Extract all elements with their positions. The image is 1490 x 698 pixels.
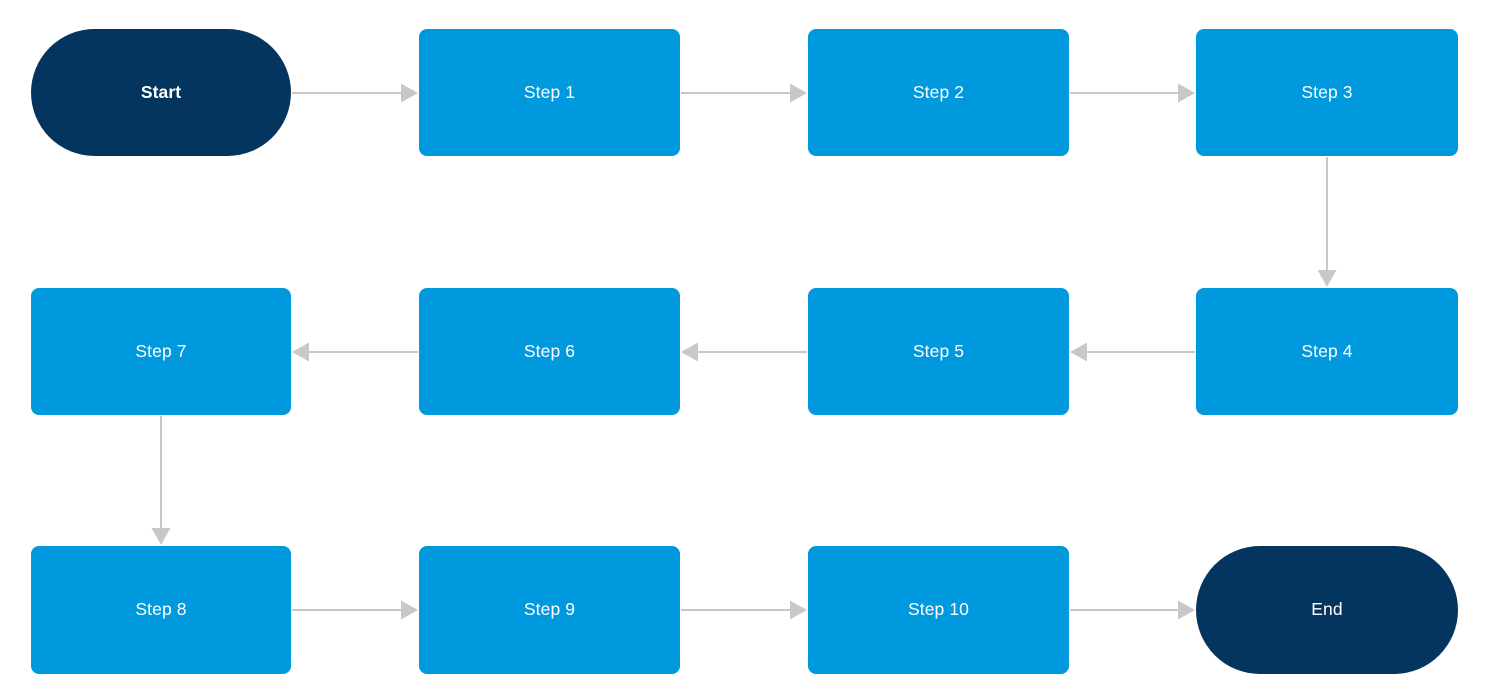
flow-node-label: Step 10 bbox=[907, 599, 970, 620]
flow-edge-step7-to-step8 bbox=[151, 416, 171, 545]
flow-node-label: Step 4 bbox=[1301, 340, 1353, 361]
flow-node-step4[interactable]: Step 4 bbox=[1196, 288, 1458, 415]
flow-node-step1[interactable]: Step 1 bbox=[419, 29, 680, 156]
flow-node-step6[interactable]: Step 6 bbox=[419, 288, 680, 415]
flow-node-step2[interactable]: Step 2 bbox=[808, 29, 1069, 156]
flow-edge-step1-to-step2 bbox=[681, 83, 807, 103]
flow-node-step9[interactable]: Step 9 bbox=[419, 546, 680, 674]
flow-edge-step6-to-step7 bbox=[292, 342, 418, 362]
flow-node-label: Step 3 bbox=[1301, 81, 1353, 102]
flow-node-label: Step 8 bbox=[135, 599, 187, 620]
flow-edge-step4-to-step5 bbox=[1070, 342, 1195, 362]
flow-node-label: Step 2 bbox=[912, 81, 965, 102]
flow-edge-start-to-step1 bbox=[292, 83, 418, 103]
flow-node-label: Step 9 bbox=[523, 599, 576, 620]
flow-node-step5[interactable]: Step 5 bbox=[808, 288, 1069, 415]
flow-node-step3[interactable]: Step 3 bbox=[1196, 29, 1458, 156]
flow-edge-step10-to-end bbox=[1070, 600, 1195, 620]
flow-edge-step8-to-step9 bbox=[292, 600, 418, 620]
flow-node-label: Step 6 bbox=[523, 340, 576, 361]
flow-node-label: Step 1 bbox=[523, 81, 576, 102]
flow-node-label: Step 5 bbox=[912, 340, 965, 361]
flow-edge-step5-to-step6 bbox=[681, 342, 807, 362]
flow-node-start[interactable]: Start bbox=[31, 29, 291, 156]
flow-node-end[interactable]: End bbox=[1196, 546, 1458, 674]
flow-node-step7[interactable]: Step 7 bbox=[31, 288, 291, 415]
flow-node-step10[interactable]: Step 10 bbox=[808, 546, 1069, 674]
flow-node-step8[interactable]: Step 8 bbox=[31, 546, 291, 674]
flow-node-label: Start bbox=[140, 81, 182, 102]
flow-node-label: End bbox=[1311, 599, 1343, 620]
flow-edge-step2-to-step3 bbox=[1070, 83, 1195, 103]
flow-edge-step9-to-step10 bbox=[681, 600, 807, 620]
flow-edge-step3-to-step4 bbox=[1317, 157, 1337, 287]
flow-node-label: Step 7 bbox=[135, 340, 187, 361]
